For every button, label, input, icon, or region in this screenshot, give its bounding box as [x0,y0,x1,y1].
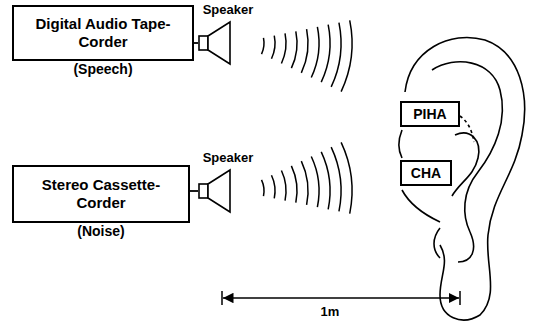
sound-wave [311,156,319,207]
source-label: (Speech) [14,61,192,77]
hearing-aid-box: CHA [400,160,452,186]
box-label: Stereo Cassette-Corder [14,174,188,214]
sound-wave [262,180,264,196]
speaker-label: Speaker [198,150,258,166]
box-label: Digital Audio Tape-Corder [14,13,192,53]
recorder-box: Stereo Cassette-Corder(Noise) [12,165,190,223]
sound-wave [281,171,286,201]
sound-wave [271,36,275,59]
speaker-symbol: Speaker [198,150,258,216]
speaker-cone [198,20,258,66]
distance-label: 1m [318,304,343,319]
sound-wave [321,152,330,209]
distance-scale [222,291,460,305]
box-label: CHA [406,163,446,183]
sound-wave [271,175,275,198]
sound-wave [262,38,264,54]
sound-waves [262,20,352,213]
sound-wave [311,27,319,78]
recorder-box: Digital Audio Tape-Corder(Speech) [12,5,194,61]
sound-wave [301,29,308,73]
hearing-aid-box: PIHA [400,101,460,127]
sound-wave [341,142,352,213]
sound-wave [291,31,297,68]
ear-drawing [399,37,525,319]
sound-wave [341,20,352,91]
cable [190,190,198,192]
sound-wave [331,23,341,87]
sound-wave [331,147,341,211]
speaker-cone [198,168,258,214]
sound-wave [301,161,308,205]
box-label: PIHA [408,104,451,124]
source-label: (Noise) [14,223,188,239]
sound-wave [321,25,330,82]
cable [194,42,198,44]
sound-wave [291,166,297,203]
speaker-label: Speaker [198,2,258,18]
sound-wave [281,33,286,63]
speaker-symbol: Speaker [198,2,258,68]
